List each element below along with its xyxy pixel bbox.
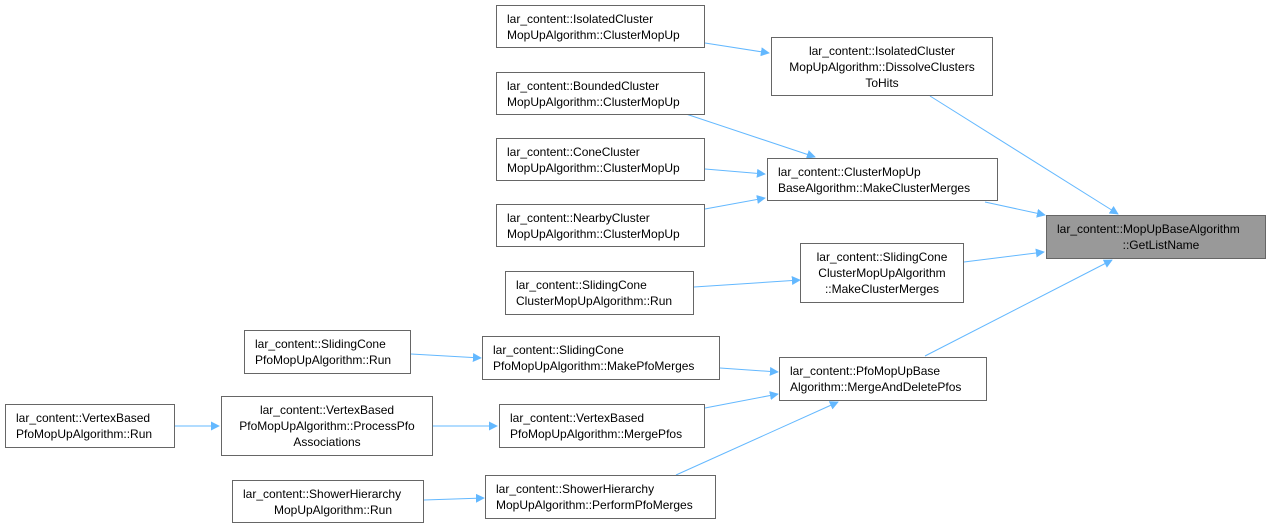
node-label-line: MopUpAlgorithm::DissolveClusters — [789, 59, 975, 74]
node-bounded-cluster-mopup[interactable]: lar_content::BoundedCluster MopUpAlgorit… — [496, 72, 705, 115]
node-label-line: PfoMopUpAlgorithm::Run — [16, 427, 153, 441]
node-cone-cluster-mopup[interactable]: lar_content::ConeCluster MopUpAlgorithm:… — [496, 138, 705, 181]
edge-n11-n12 — [719, 366, 779, 376]
node-label-line: ::GetListName — [1122, 238, 1200, 252]
node-label-line: PfoMopUpAlgorithm::Run — [255, 353, 392, 367]
node-label-line: BaseAlgorithm::MakeClusterMerges — [778, 180, 971, 195]
edge-n16-n17 — [423, 493, 485, 503]
node-label-line: MopUpAlgorithm::ClusterMopUp — [507, 94, 680, 109]
node-isolated-cluster-mopup[interactable]: lar_content::IsolatedCluster MopUpAlgori… — [496, 5, 705, 48]
edge-n10-n11 — [410, 353, 482, 363]
node-label-line: Associations — [293, 435, 361, 449]
node-sliding-cone-make-pfo-merges[interactable]: lar_content::SlidingCone PfoMopUpAlgorit… — [482, 336, 720, 380]
node-label-line: lar_content::VertexBased — [16, 411, 151, 425]
edge-n15-n12 — [704, 391, 779, 409]
node-shower-hierarchy-run[interactable]: lar_content::ShowerHierarchy MopUpAlgori… — [232, 480, 424, 523]
node-label-line: PfoMopUpAlgorithm::MakePfoMerges — [493, 359, 695, 373]
node-label-line: MopUpAlgorithm::Run — [273, 502, 393, 517]
node-label-line: lar_content::IsolatedCluster — [507, 11, 654, 26]
node-label-line: lar_content::SlidingCone — [816, 250, 948, 264]
node-vertex-based-merge-pfos[interactable]: lar_content::VertexBased PfoMopUpAlgorit… — [499, 404, 705, 448]
node-label-line: PfoMopUpAlgorithm::MergePfos — [510, 427, 683, 441]
node-label-line: PfoMopUpAlgorithm::ProcessPfo — [239, 419, 415, 433]
edge-n2-n7 — [929, 95, 1119, 215]
edge-n17-n12 — [675, 401, 839, 476]
node-nearby-cluster-mopup[interactable]: lar_content::NearbyCluster MopUpAlgorith… — [496, 204, 705, 247]
node-vertex-based-run[interactable]: lar_content::VertexBased PfoMopUpAlgorit… — [5, 404, 175, 448]
node-label-line: lar_content::VertexBased — [259, 403, 395, 417]
edge-n9-n8 — [693, 276, 801, 288]
node-label-line: lar_content::ShowerHierarchy — [243, 486, 402, 501]
node-vertex-based-process-pfo-associations[interactable]: lar_content::VertexBased PfoMopUpAlgorit… — [221, 396, 433, 456]
node-label-line: ToHits — [865, 75, 899, 90]
edge-n1-n2 — [704, 42, 770, 57]
node-label-line: lar_content::ClusterMopUp — [778, 164, 921, 179]
node-label-line: MopUpAlgorithm::ClusterMopUp — [507, 27, 680, 42]
node-label-line: lar_content::IsolatedCluster — [808, 43, 956, 58]
node-shower-hierarchy-perform-pfo-merges[interactable]: lar_content::ShowerHierarchy MopUpAlgori… — [485, 475, 716, 519]
node-cluster-mopup-make-cluster-merges[interactable]: lar_content::ClusterMopUp BaseAlgorithm:… — [767, 158, 998, 201]
node-label-line: lar_content::PfoMopUpBase — [790, 364, 941, 378]
edge-n6-n5 — [704, 195, 766, 210]
node-isolated-dissolve-clusters-to-hits[interactable]: lar_content::IsolatedCluster MopUpAlgori… — [771, 37, 993, 96]
edge-n8-n7 — [963, 248, 1045, 263]
node-sliding-cone-cluster-run[interactable]: lar_content::SlidingCone ClusterMopUpAlg… — [505, 271, 694, 315]
node-label-line: ClusterMopUpAlgorithm::Run — [516, 294, 673, 308]
node-label-line: lar_content::SlidingCone — [516, 278, 647, 292]
node-get-list-name-focus[interactable]: lar_content::MopUpBaseAlgorithm ::GetLis… — [1046, 215, 1266, 259]
node-label-line: lar_content::SlidingCone — [255, 337, 386, 351]
edge-n12-n7 — [924, 259, 1113, 357]
node-label-line: ClusterMopUpAlgorithm — [818, 266, 946, 280]
node-label-line: lar_content::MopUpBaseAlgorithm — [1057, 222, 1240, 236]
node-pfo-mopup-merge-and-delete-pfos[interactable]: lar_content::PfoMopUpBase Algorithm::Mer… — [779, 357, 987, 401]
edge-n3-n5 — [679, 111, 816, 159]
edge-n4-n5 — [704, 168, 766, 178]
node-label-line: lar_content::NearbyCluster — [507, 210, 650, 225]
node-sliding-cone-make-cluster-merges[interactable]: lar_content::SlidingCone ClusterMopUpAlg… — [800, 243, 964, 303]
node-sliding-cone-pfo-run[interactable]: lar_content::SlidingCone PfoMopUpAlgorit… — [244, 330, 411, 374]
node-label-line: lar_content::ShowerHierarchy — [496, 482, 655, 496]
node-label-line: Algorithm::MergeAndDeletePfos — [790, 380, 962, 394]
node-label-line: MopUpAlgorithm::ClusterMopUp — [507, 160, 680, 175]
node-label-line: lar_content::VertexBased — [510, 411, 645, 425]
node-label-line: MopUpAlgorithm::PerformPfoMerges — [496, 498, 693, 512]
node-label-line: lar_content::ConeCluster — [507, 144, 640, 159]
edge-n5-n7 — [984, 201, 1046, 218]
node-label-line: lar_content::SlidingCone — [493, 343, 624, 357]
node-label-line: MopUpAlgorithm::ClusterMopUp — [507, 226, 680, 241]
node-label-line: lar_content::BoundedCluster — [507, 78, 660, 93]
node-label-line: ::MakeClusterMerges — [824, 282, 940, 296]
